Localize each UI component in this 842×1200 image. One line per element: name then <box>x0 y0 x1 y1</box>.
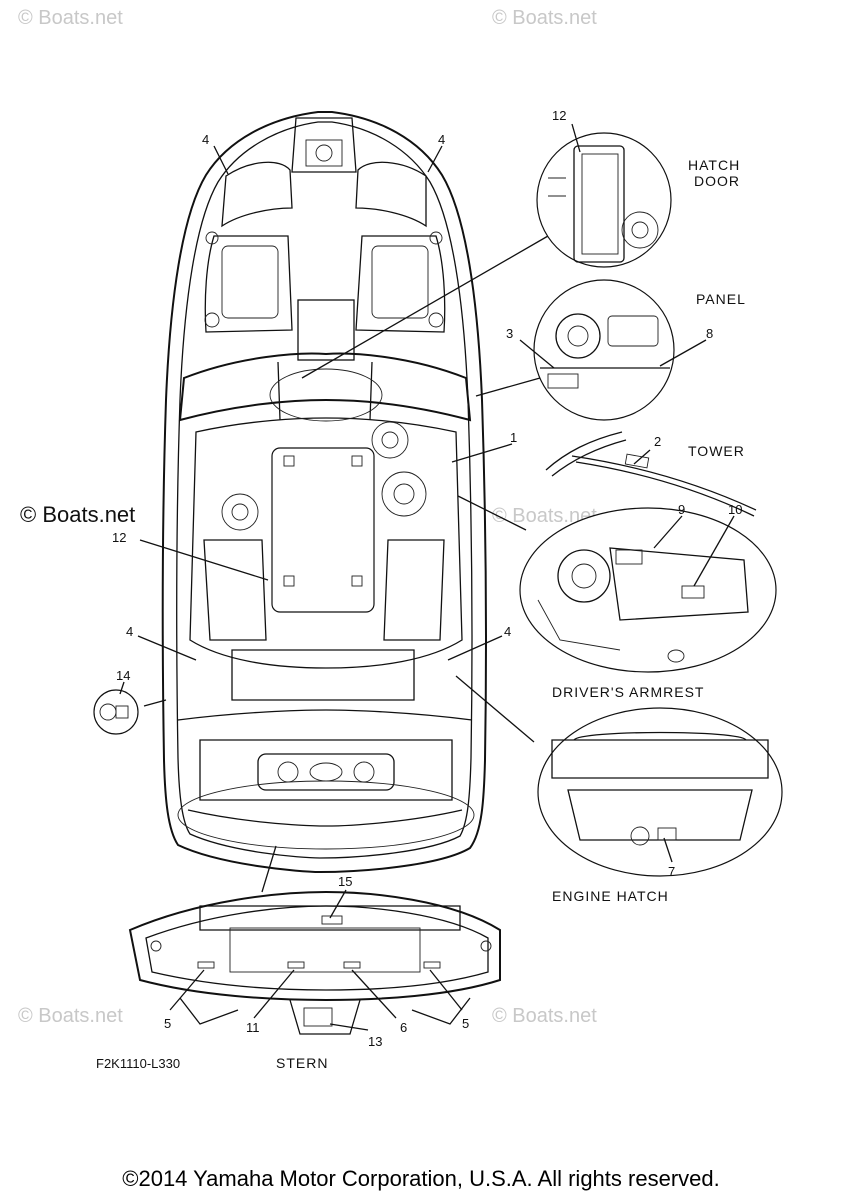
tower-inset <box>545 431 757 517</box>
callout-4: 4 <box>202 132 209 147</box>
label-stern: STERN <box>276 1055 328 1071</box>
callout-4: 4 <box>438 132 445 147</box>
drivers-armrest-inset <box>519 507 777 673</box>
label-engine-hatch: ENGINE HATCH <box>552 888 669 904</box>
callout-15: 15 <box>338 874 352 889</box>
label-tower: TOWER <box>688 443 745 459</box>
watermark: © Boats.net <box>18 1005 123 1027</box>
callout-1: 1 <box>510 430 517 445</box>
leader-lines <box>119 123 735 1031</box>
part-code: F2K1110-L330 <box>96 1056 180 1071</box>
callout-6: 6 <box>400 1020 407 1035</box>
callout-12-top: 12 <box>552 108 566 123</box>
label-hatch-door-2: DOOR <box>694 173 740 189</box>
callout-10: 10 <box>728 502 742 517</box>
callout-14: 14 <box>116 668 130 683</box>
boat-top-view <box>161 111 487 874</box>
callout-4: 4 <box>126 624 133 639</box>
callout-8: 8 <box>706 326 713 341</box>
label-panel: PANEL <box>696 291 746 307</box>
copyright-notice: ©2014 Yamaha Motor Corporation, U.S.A. A… <box>122 1166 720 1191</box>
watermark: © Boats.net <box>492 505 597 527</box>
stern-view <box>128 890 501 1035</box>
callout-7: 7 <box>668 864 675 879</box>
watermark-dark: © Boats.net <box>20 502 135 527</box>
callout-5: 5 <box>462 1016 469 1031</box>
callout-12-mid: 12 <box>112 530 126 545</box>
side-detail-inset <box>93 689 139 735</box>
callout-9: 9 <box>678 502 685 517</box>
callout-3: 3 <box>506 326 513 341</box>
hatch-door-inset <box>536 132 672 268</box>
label-drivers-armrest: DRIVER'S ARMREST <box>552 684 704 700</box>
panel-inset <box>533 279 675 421</box>
watermark: © Boats.net <box>492 1005 597 1027</box>
callout-5: 5 <box>164 1016 171 1031</box>
callout-13: 13 <box>368 1034 382 1049</box>
callout-4: 4 <box>504 624 511 639</box>
watermark: © Boats.net <box>492 7 597 29</box>
engine-hatch-inset <box>537 707 783 877</box>
label-hatch-door-1: HATCH <box>688 157 740 173</box>
callout-2: 2 <box>654 434 661 449</box>
callout-11: 11 <box>246 1020 260 1035</box>
watermark: © Boats.net <box>18 7 123 29</box>
